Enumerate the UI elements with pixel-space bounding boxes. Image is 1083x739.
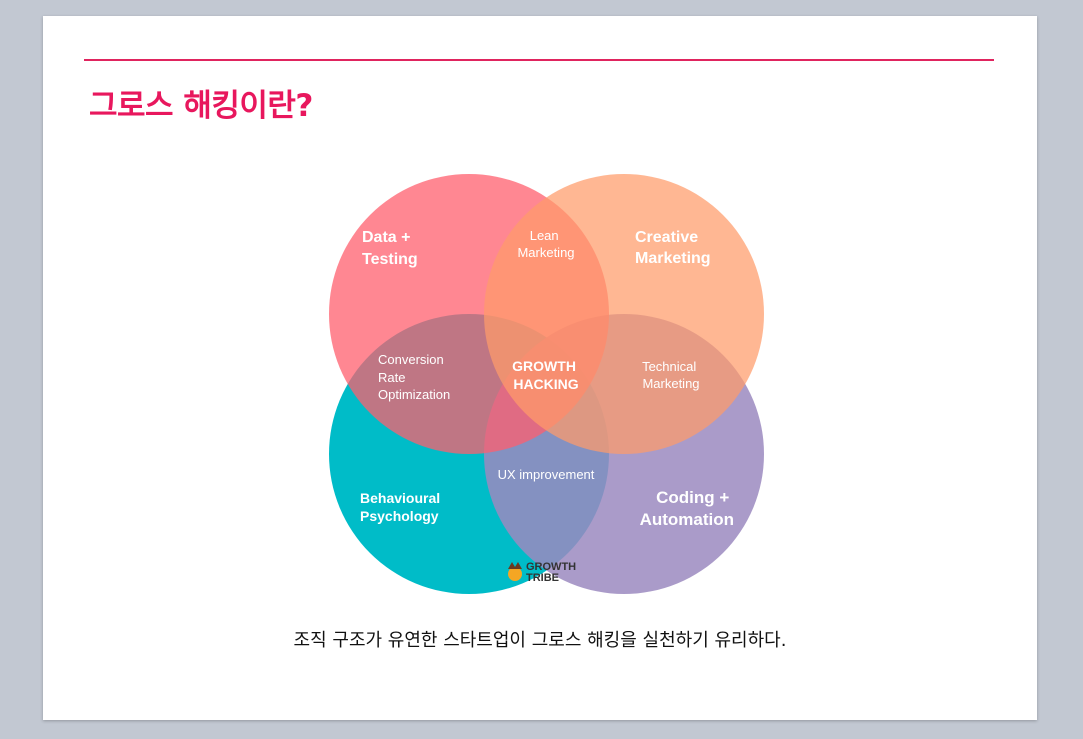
label-ux-improvement: UX improvement — [498, 467, 595, 482]
label-creative-marketing: Creative Marketing — [635, 229, 711, 267]
slide: 그로스 해킹이란? Data + Testing Creative Market… — [43, 16, 1037, 720]
logo-text: GROWTH TRIBE — [526, 561, 579, 584]
slide-title: 그로스 해킹이란? — [89, 88, 313, 124]
title-divider — [84, 59, 994, 61]
mascot-hair-icon — [508, 562, 522, 569]
slide-caption: 조직 구조가 유연한 스타트업이 그로스 해킹을 실천하기 유리하다. — [293, 630, 787, 651]
label-coding-automation: Coding + Automation — [640, 488, 734, 529]
circle-creative-marketing — [484, 174, 764, 454]
label-behavioural-psychology: Behavioural Psychology — [360, 490, 444, 524]
label-conversion-rate-optimization: Conversion Rate Optimization — [378, 352, 450, 402]
label-growth-hacking: GROWTH HACKING — [512, 358, 580, 392]
growth-hacking-venn-diagram: Data + Testing Creative Marketing Behavi… — [329, 174, 764, 594]
label-data-testing: Data + Testing — [362, 229, 418, 268]
growth-tribe-logo: GROWTH TRIBE — [508, 561, 579, 584]
label-technical-marketing: Technical Marketing — [642, 359, 700, 391]
mascot-icon — [508, 567, 522, 581]
label-lean-marketing: Lean Marketing — [517, 228, 574, 260]
